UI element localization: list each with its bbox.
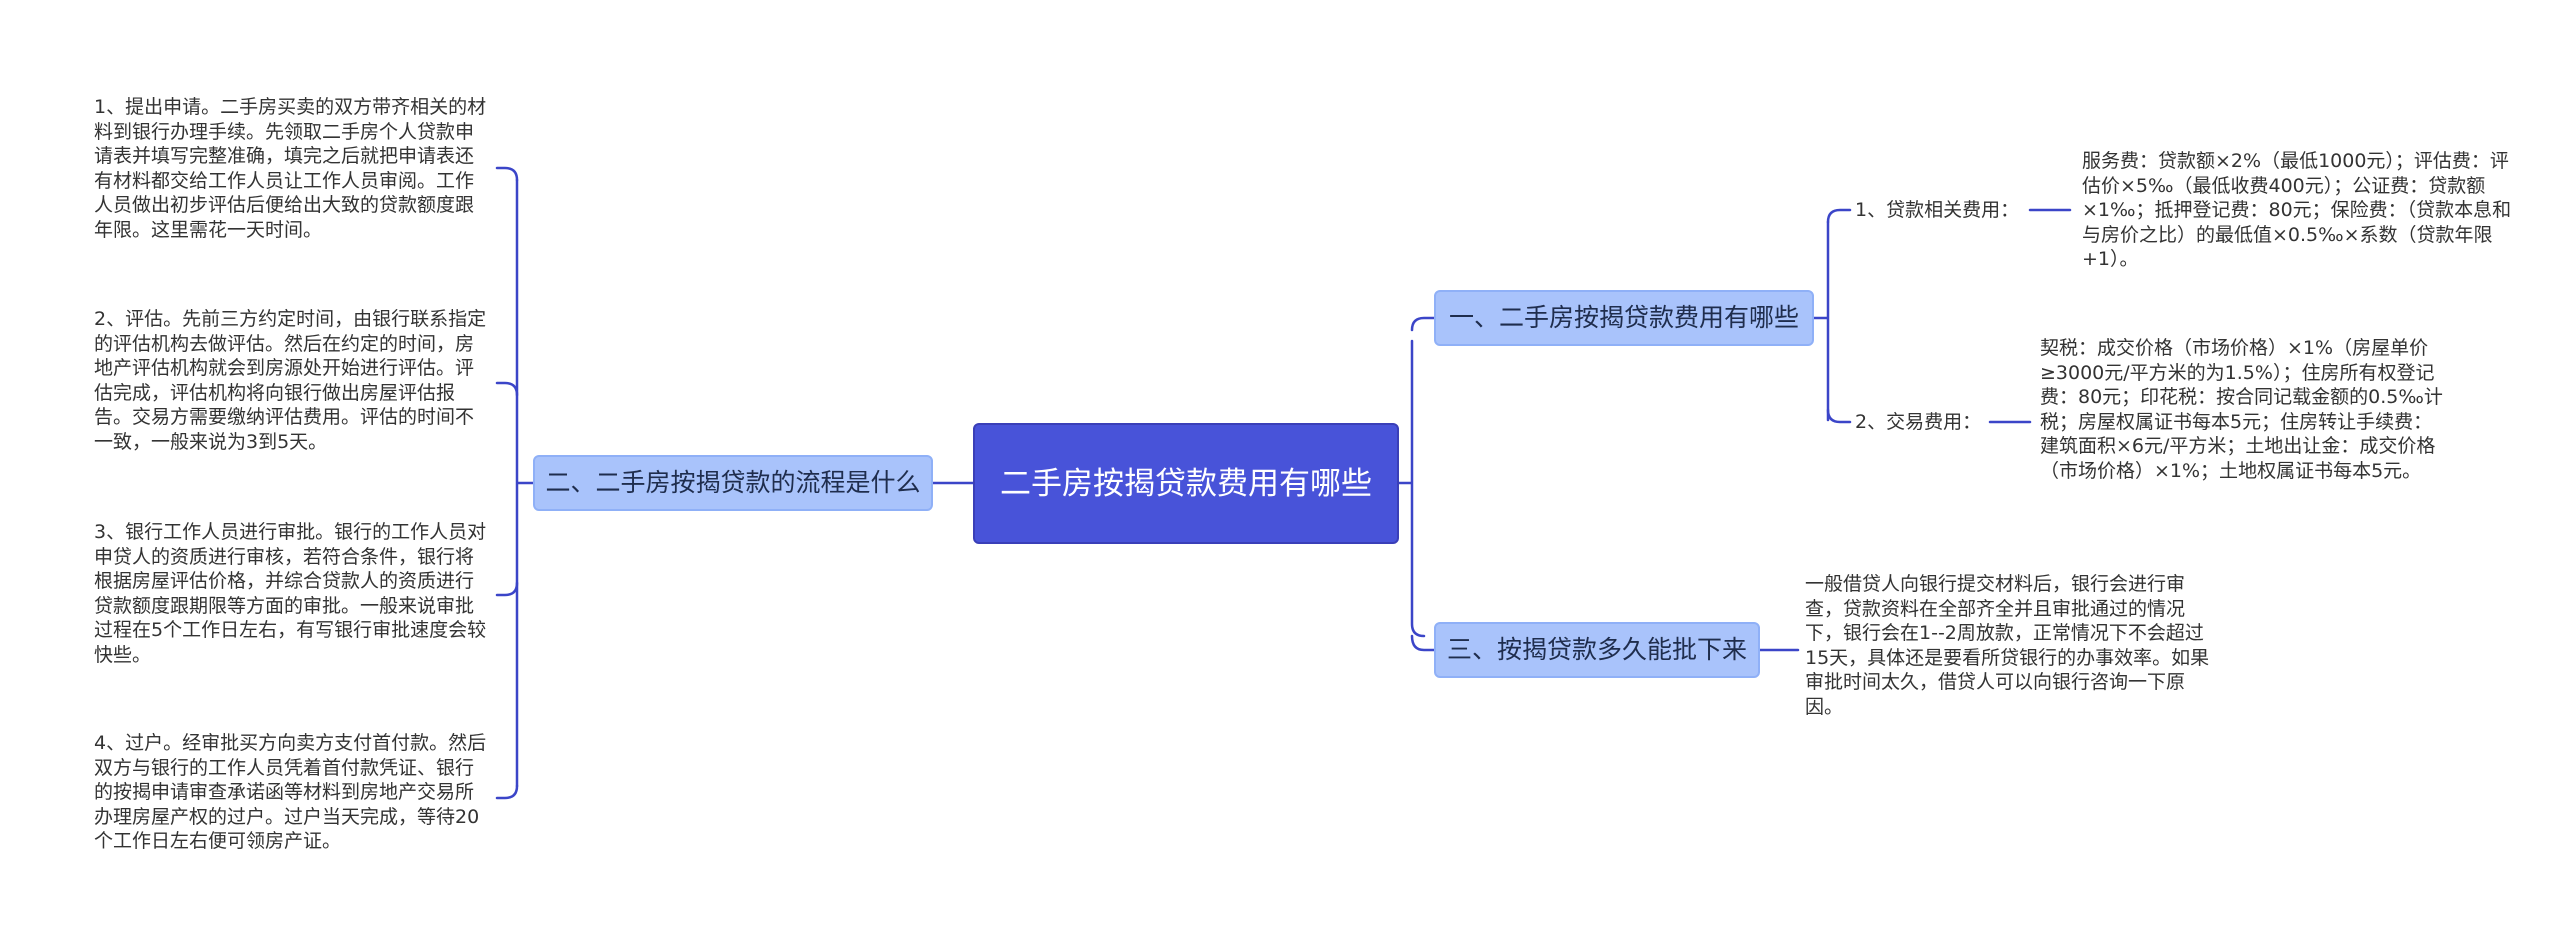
connector-process-trunk xyxy=(515,178,535,788)
process-step-1[interactable]: 1、提出申请。二手房买卖的双方带齐相关的材料到银行办理手续。先领取二手房个人贷款… xyxy=(94,96,487,241)
root-topic[interactable]: 二手房按揭贷款费用有哪些 xyxy=(973,423,1399,544)
costs-item-1-label[interactable]: 1、贷款相关费用： xyxy=(1855,199,2020,221)
connector-process-item4 xyxy=(495,784,519,800)
process-step-2[interactable]: 2、评估。先前三方约定时间，由银行联系指定的评估机构去做评估。然后在约定的时间，… xyxy=(94,308,487,453)
costs-item-2-text[interactable]: 契税：成交价格（市场价格）×1%（房屋单价≥3000元/平方米的为1.5%）；住… xyxy=(2040,337,2443,482)
branch-costs[interactable]: 一、二手房按揭贷款费用有哪些 xyxy=(1434,290,1814,346)
connector-costs-item1 xyxy=(1826,208,1852,224)
connector-root-duration xyxy=(1410,634,1436,652)
connector-root-right-trunk xyxy=(1397,339,1426,638)
process-step-4[interactable]: 4、过户。经审批买方向卖方支付首付款。然后双方与银行的工作人员凭着首付款凭证、银… xyxy=(94,732,487,852)
connector-process-item2 xyxy=(495,381,519,397)
connector-root-costs xyxy=(1410,316,1436,332)
connector-process-item3 xyxy=(495,581,519,597)
process-step-3[interactable]: 3、银行工作人员进行审批。银行的工作人员对申贷人的资质进行审核，若符合条件，银行… xyxy=(94,521,487,666)
branch-duration[interactable]: 三、按揭贷款多久能批下来 xyxy=(1434,622,1760,678)
connector-process-item1 xyxy=(495,166,519,182)
costs-item-1-text[interactable]: 服务费：贷款额×2%（最低1000元）；评估费：评估价×5‰（最低收费400元）… xyxy=(2082,150,2512,270)
connector-costs-trunk xyxy=(1812,220,1830,422)
duration-text[interactable]: 一般借贷人向银行提交材料后，银行会进行审查，贷款资料在全部齐全并且审批通过的情况… xyxy=(1805,573,2210,718)
connector-costs-item2 xyxy=(1826,408,1852,424)
costs-item-2-label[interactable]: 2、交易费用： xyxy=(1855,411,1982,433)
branch-process[interactable]: 二、二手房按揭贷款的流程是什么 xyxy=(533,455,933,511)
